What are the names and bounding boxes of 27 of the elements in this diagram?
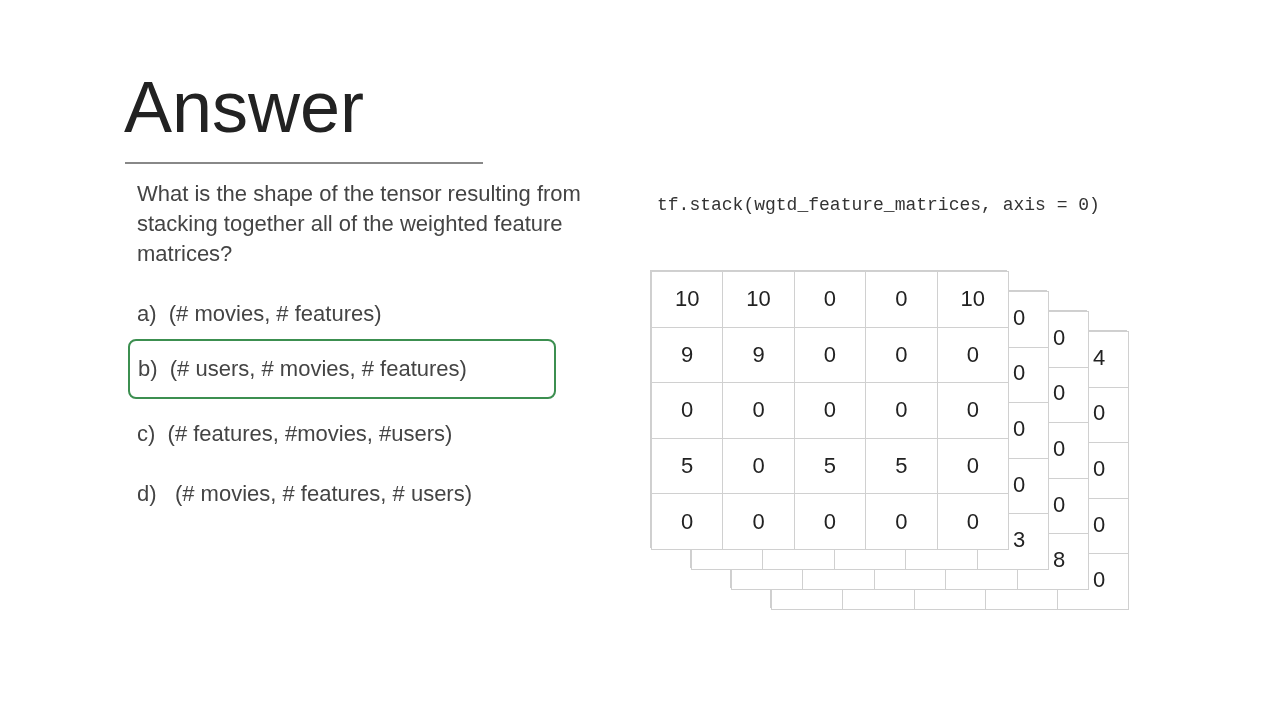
matrix-value: 0 xyxy=(1093,511,1106,538)
matrix-value: 0 xyxy=(1053,491,1066,518)
matrix-value: 0 xyxy=(1093,567,1106,594)
matrix-value: 0 xyxy=(1053,324,1066,351)
code-text: tf.stack(wgtd_feature_matrices, axis = 0) xyxy=(657,195,1100,215)
slide-title: Answer xyxy=(124,66,365,148)
matrix-value: 8 xyxy=(1053,547,1066,574)
table-cell: 10 xyxy=(936,271,1009,328)
table-cell: 0 xyxy=(651,493,724,550)
answer-option: d) (# movies, # features, # users) xyxy=(137,479,473,509)
matrix-value: 4 xyxy=(1093,344,1106,371)
matrix-value: 0 xyxy=(1013,471,1026,498)
matrix-value: 0 xyxy=(1093,456,1106,482)
matrix-value: 0 xyxy=(1013,360,1026,387)
matrix-value: 0 xyxy=(1053,380,1066,407)
question-text: What is the shape of the tensor resulting from stacking together all of the weighted feature matrices? xyxy=(137,180,582,268)
correct-answer-box xyxy=(128,339,556,399)
table-cell: 10 xyxy=(651,271,724,328)
answer-option: c) (# features, #movies, #users) xyxy=(137,419,453,449)
answer-option: a) (# movies, # features) xyxy=(137,299,382,329)
table-cell: 0 xyxy=(936,493,1009,550)
matrix-value: 0 xyxy=(1013,416,1026,442)
matrix-value: 0 xyxy=(1013,304,1026,331)
matrix-value: 0 xyxy=(1053,436,1066,462)
matrix-value: 3 xyxy=(1013,527,1026,554)
matrix-value: 0 xyxy=(1093,400,1106,427)
answer-option: b) (# users, # movies, # features) xyxy=(138,354,467,384)
